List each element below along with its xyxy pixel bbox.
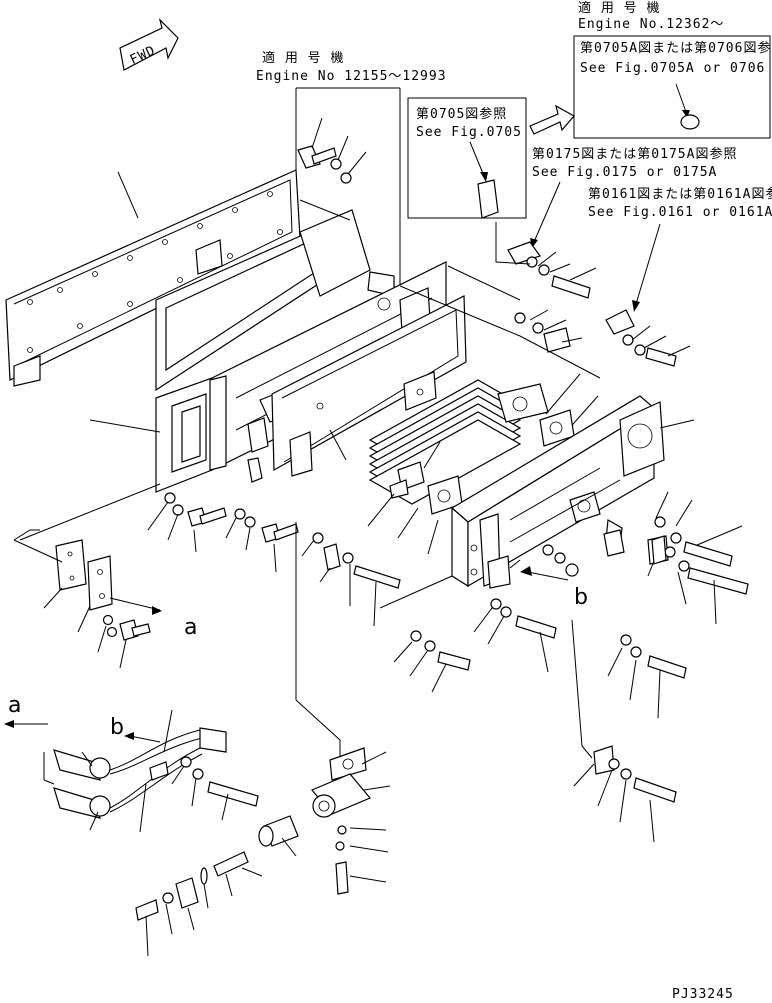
label-b-2: b xyxy=(110,715,124,740)
label-b-1: b xyxy=(574,585,588,610)
bracket-part xyxy=(477,179,499,219)
bolt-group-top xyxy=(297,117,367,184)
bolt-group-upper-right xyxy=(514,251,691,367)
clip-0161 xyxy=(605,309,635,335)
sensor-harness: a b xyxy=(4,693,227,833)
ref-0175-jp: 第0175図または第0175A図参照 xyxy=(532,146,737,162)
bolt-group-harness xyxy=(171,756,259,821)
plug-part xyxy=(680,114,700,130)
ref-0161-jp: 第0161図または第0161A図参照 xyxy=(588,186,772,202)
cover-plate xyxy=(155,199,395,392)
flange-plates-left xyxy=(55,539,151,641)
relief-valve-assembly xyxy=(135,747,371,921)
fwd-arrow: FWD xyxy=(119,18,179,71)
bolt-group-bottom-right xyxy=(573,745,677,843)
valve-fittings xyxy=(542,529,667,577)
applicable-center-title: 適 用 号 機 xyxy=(262,50,344,66)
bolt-group-center xyxy=(301,532,401,627)
ref-0705a-en: See Fig.0705A or 0706 xyxy=(580,61,765,76)
drawing-number: PJ33245 xyxy=(672,987,734,1002)
applicable-center-engine: Engine No 12155～12993 xyxy=(256,69,447,84)
label-a-2: a xyxy=(8,693,21,718)
cover-gasket xyxy=(5,169,301,387)
hollow-arrow xyxy=(529,104,575,135)
applicable-top-right-title: 適 用 号 機 xyxy=(578,0,660,16)
ref-box-0705a xyxy=(573,35,771,139)
bolt-group-lower xyxy=(393,598,687,719)
bolt-group-case xyxy=(147,492,299,573)
applicable-top-right-engine: Engine No.12362～ xyxy=(578,17,724,32)
ref-0705-jp: 第0705図参照 xyxy=(416,106,507,122)
ref-0175-en: See Fig.0175 or 0175A xyxy=(532,165,717,180)
label-a-1: a xyxy=(184,615,197,640)
bolt-group-right xyxy=(654,516,749,625)
ref-0161-en: See Fig.0161 or 0161A xyxy=(588,205,772,220)
ref-0705a-jp: 第0705A図または第0706図参照 xyxy=(580,40,772,56)
ref-0705-en: See Fig.0705 xyxy=(416,125,522,140)
ref-box-0705 xyxy=(407,97,527,219)
cooler-element xyxy=(368,379,549,505)
case-gasket xyxy=(271,295,467,477)
